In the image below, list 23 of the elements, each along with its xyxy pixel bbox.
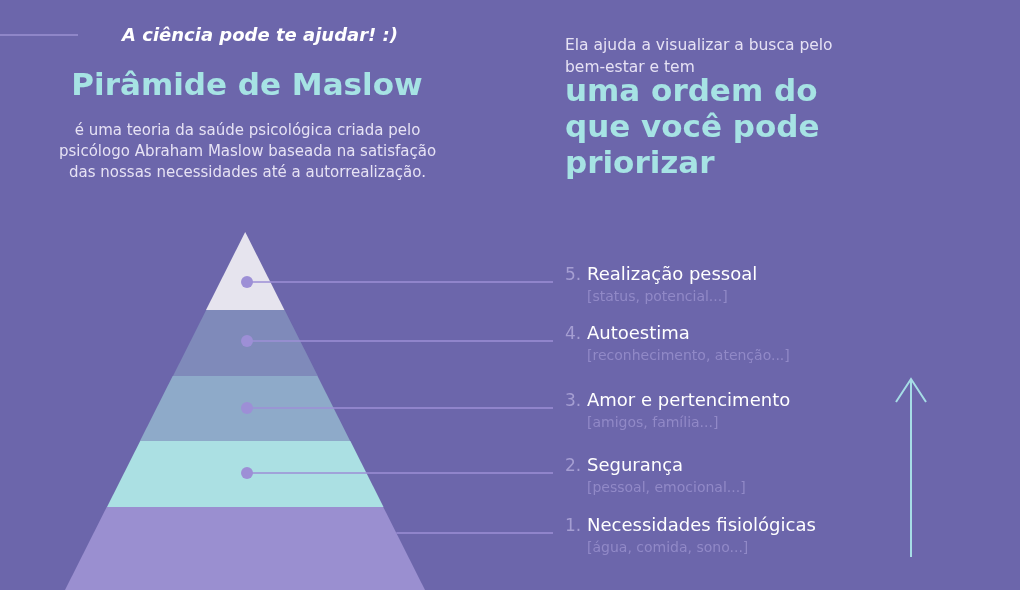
level-title: Autoestima [587,321,691,345]
level-title: Amor e pertencimento [587,388,792,412]
pyramid-band [65,507,425,590]
pyramid-band [106,441,384,507]
level-title: Necessidades fisiológicas [587,513,817,537]
level-title: Realização pessoal [587,262,759,286]
title: Pirâmide de Maslow [70,66,424,102]
level-number: 1. [565,514,583,537]
leader-line [395,532,554,534]
pyramid-band [172,310,318,376]
level-number: 4. [565,322,583,345]
pyramid-band [205,232,285,310]
description-text: é uma teoria da saúde psicológica criada pelo psicólogo Abraham Maslow baseada na satisfação das nossas necessidades até a autorrealização. [57,120,438,183]
leader-line [241,335,554,347]
level-number: 2. [565,454,583,477]
leader-line [241,467,554,479]
leader-line [241,402,554,414]
pyramid-band [139,376,351,441]
level-title: Segurança [587,453,685,477]
level-number: 3. [565,389,583,412]
tagline: A ciência pode te ajudar! :) [120,24,399,45]
leader-line [241,276,554,288]
level-number: 5. [565,263,583,286]
